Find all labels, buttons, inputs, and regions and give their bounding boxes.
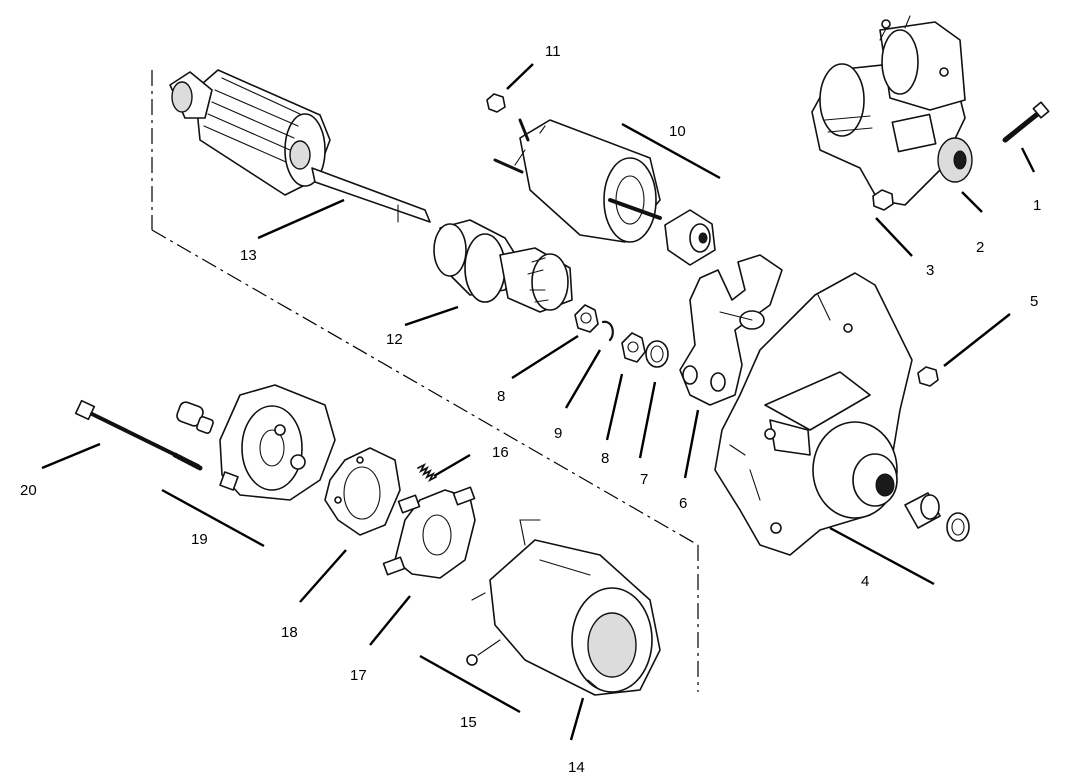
through-bolt [74, 399, 203, 471]
callout-18: 18 [281, 624, 298, 641]
callout-labels: 1 2 3 4 5 6 7 8 8 9 10 11 12 13 14 15 16… [20, 43, 1041, 776]
callout-8a: 8 [497, 388, 505, 405]
callout-15: 15 [460, 714, 477, 731]
brush-plate [324, 447, 401, 536]
nut-11 [486, 93, 506, 113]
mounting-bolt [1002, 101, 1050, 143]
leader-lines [41, 63, 1036, 741]
callout-2: 2 [976, 239, 984, 256]
starter-assembly [811, 15, 973, 206]
field-frame [466, 519, 661, 696]
end-cover [176, 384, 336, 501]
callout-3: 3 [926, 262, 934, 279]
callout-12: 12 [386, 331, 403, 348]
callout-6: 6 [679, 495, 687, 512]
snap-ring-9 [601, 320, 614, 342]
brush-spring [417, 462, 437, 483]
pinion-drive [433, 219, 573, 313]
nut-3 [872, 189, 894, 211]
callout-19: 19 [191, 531, 208, 548]
nut-5 [917, 366, 939, 387]
callout-16: 16 [492, 444, 509, 461]
shift-lever [679, 254, 783, 406]
lock-ring-8b [621, 332, 646, 363]
callout-17: 17 [350, 667, 367, 684]
callout-8b: 8 [601, 450, 609, 467]
callout-13: 13 [240, 247, 257, 264]
callout-10: 10 [669, 123, 686, 140]
assembly-boundary-lines [151, 70, 699, 692]
callout-20: 20 [20, 482, 37, 499]
washer-7 [645, 340, 669, 368]
callout-11: 11 [545, 43, 561, 60]
lock-ring-8a [574, 304, 599, 333]
callout-14: 14 [568, 759, 585, 776]
callout-5: 5 [1030, 293, 1038, 310]
brush-holder [382, 486, 476, 579]
solenoid [493, 118, 662, 243]
bushing-and-seal [904, 492, 970, 542]
callout-9: 9 [554, 425, 562, 442]
callout-7: 7 [640, 471, 648, 488]
plunger [664, 209, 716, 266]
drive-housing [714, 272, 913, 556]
callout-4: 4 [861, 573, 869, 590]
armature [169, 69, 431, 223]
callout-1: 1 [1033, 197, 1041, 214]
